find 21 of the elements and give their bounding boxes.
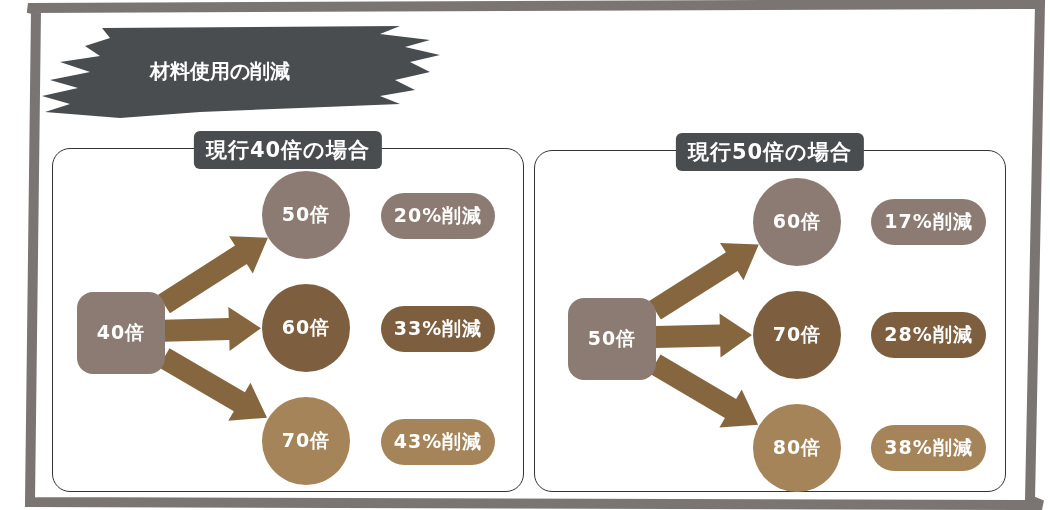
reduction-badge: 17%削減 — [871, 199, 986, 245]
reduction-badge: 38%削減 — [871, 425, 986, 471]
value-box: 40倍 — [77, 292, 165, 374]
value-box: 50倍 — [568, 298, 656, 380]
value-circle: 60倍 — [753, 178, 841, 266]
block-arrow — [654, 313, 752, 358]
value-circle: 70倍 — [262, 397, 350, 485]
reduction-badge: 33%削減 — [381, 306, 495, 352]
title: 材料使用の削減 — [150, 58, 290, 85]
block-arrow — [158, 236, 268, 314]
value-circle: 50倍 — [262, 171, 350, 259]
panel-heading: 現行50倍の場合 — [675, 133, 865, 171]
reduction-badge: 43%削減 — [381, 419, 495, 465]
block-arrow — [649, 243, 759, 320]
reduction-badge: 28%削減 — [871, 312, 986, 358]
value-circle: 60倍 — [262, 284, 350, 372]
block-arrow — [163, 307, 261, 351]
reduction-badge: 20%削減 — [381, 193, 495, 239]
value-circle: 70倍 — [753, 291, 841, 379]
value-circle: 80倍 — [753, 404, 841, 492]
panel-heading: 現行40倍の場合 — [193, 131, 383, 169]
